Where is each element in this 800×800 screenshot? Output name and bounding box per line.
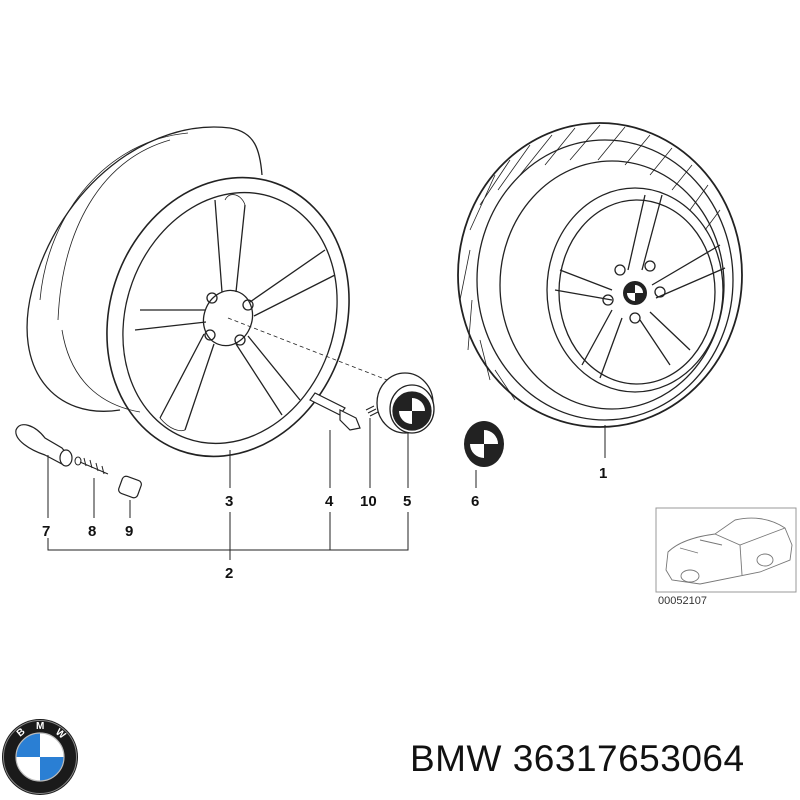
emblem-part-drawing <box>464 421 504 467</box>
assembly-axis-line <box>227 317 401 386</box>
vehicle-thumbnail: 00052107 <box>655 507 797 607</box>
callout-8: 8 <box>88 523 96 540</box>
callout-5: 5 <box>403 493 411 510</box>
wheel-bolt-drawing <box>309 392 361 431</box>
complete-wheel-drawing <box>457 122 743 428</box>
brand-part-number: BMW 36317653064 <box>410 738 745 780</box>
callout-7: 7 <box>42 523 50 540</box>
callout-1: 1 <box>599 465 607 482</box>
clip-drawing <box>365 405 379 417</box>
callout-6: 6 <box>471 493 479 510</box>
bmw-logo: B M W <box>2 719 78 795</box>
reference-code: 00052107 <box>658 595 707 607</box>
valve-cap-drawing <box>118 475 142 499</box>
valve-drawing <box>15 424 73 467</box>
part-number: 36317653064 <box>512 738 745 779</box>
logo-letter-m: M <box>36 721 44 732</box>
valve-core-drawing <box>74 456 109 475</box>
callout-2: 2 <box>225 565 233 582</box>
brand-name: BMW <box>410 738 502 779</box>
wheel-center-emblem <box>623 281 647 305</box>
hub-cap-drawing <box>376 372 435 434</box>
alloy-rim-drawing <box>26 126 350 458</box>
callout-4: 4 <box>325 493 334 510</box>
callout-9: 9 <box>125 523 133 540</box>
callout-10: 10 <box>360 493 377 510</box>
callout-3: 3 <box>225 493 233 510</box>
leader-lines <box>47 418 606 560</box>
